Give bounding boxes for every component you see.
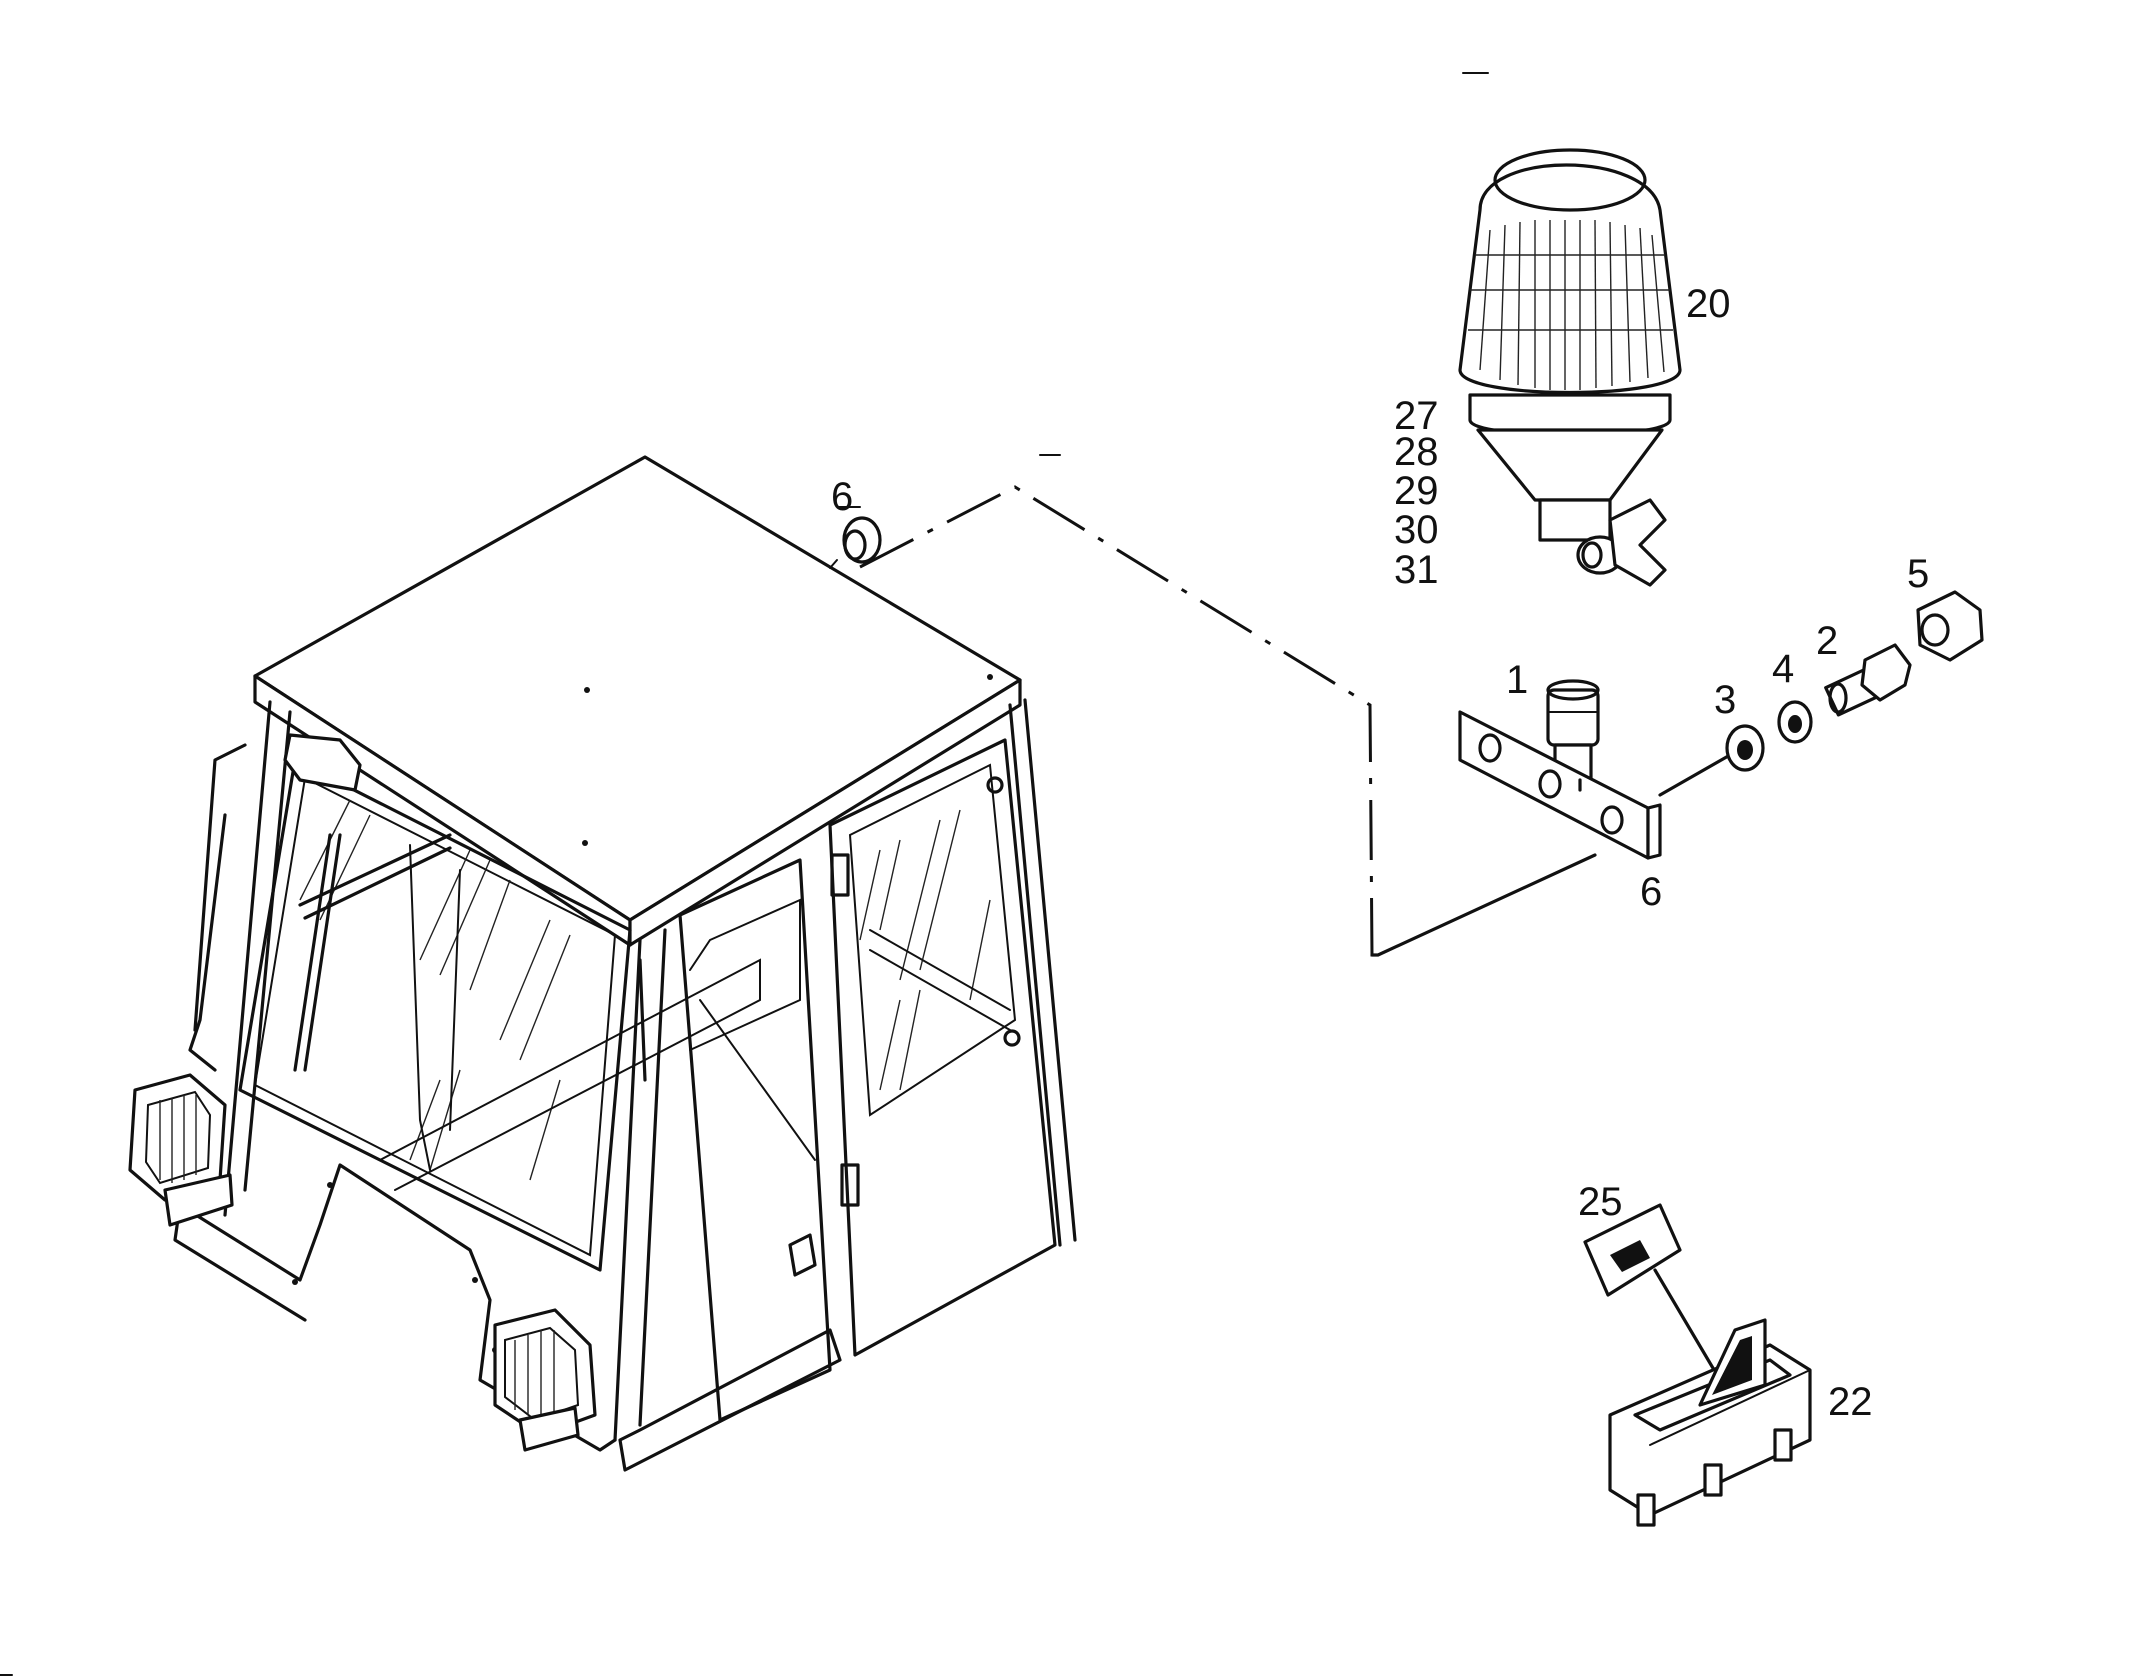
lock-washer-part-4 [1777, 700, 1813, 744]
work-light-top [283, 733, 362, 792]
callout-1: 1 [1506, 658, 1528, 702]
beacon-bracket-part-1 [1458, 679, 1662, 860]
bolt-part-2 [1824, 643, 1912, 717]
callout-27: 27 [1394, 394, 1439, 438]
nut-part-5 [1916, 590, 1984, 662]
rotating-beacon-part-20 [1458, 148, 1682, 587]
rocker-switch-part-22 [1608, 1318, 1812, 1527]
washer-part-3 [1725, 724, 1765, 772]
callout-6-grommet: 6 [831, 475, 853, 519]
callout-22: 22 [1828, 1380, 1873, 1424]
switch-leader [1653, 1268, 1722, 1382]
grommet-part-6 [829, 506, 882, 569]
work-light-lower [493, 1308, 597, 1452]
callout-30: 30 [1394, 508, 1439, 552]
callout-31: 31 [1394, 548, 1439, 592]
callout-25: 25 [1578, 1180, 1623, 1224]
callout-20: 20 [1686, 282, 1731, 326]
callout-6-bracket: 6 [1640, 870, 1662, 914]
work-light-front [128, 1073, 234, 1227]
callout-4: 4 [1772, 647, 1794, 691]
callout-5: 5 [1907, 552, 1929, 596]
tractor-cab [128, 455, 1077, 1472]
callout-3: 3 [1714, 678, 1736, 722]
callout-28: 28 [1394, 430, 1439, 474]
callout-29: 29 [1394, 469, 1439, 513]
gasket-part-25 [1583, 1203, 1682, 1297]
callout-2: 2 [1816, 619, 1838, 663]
